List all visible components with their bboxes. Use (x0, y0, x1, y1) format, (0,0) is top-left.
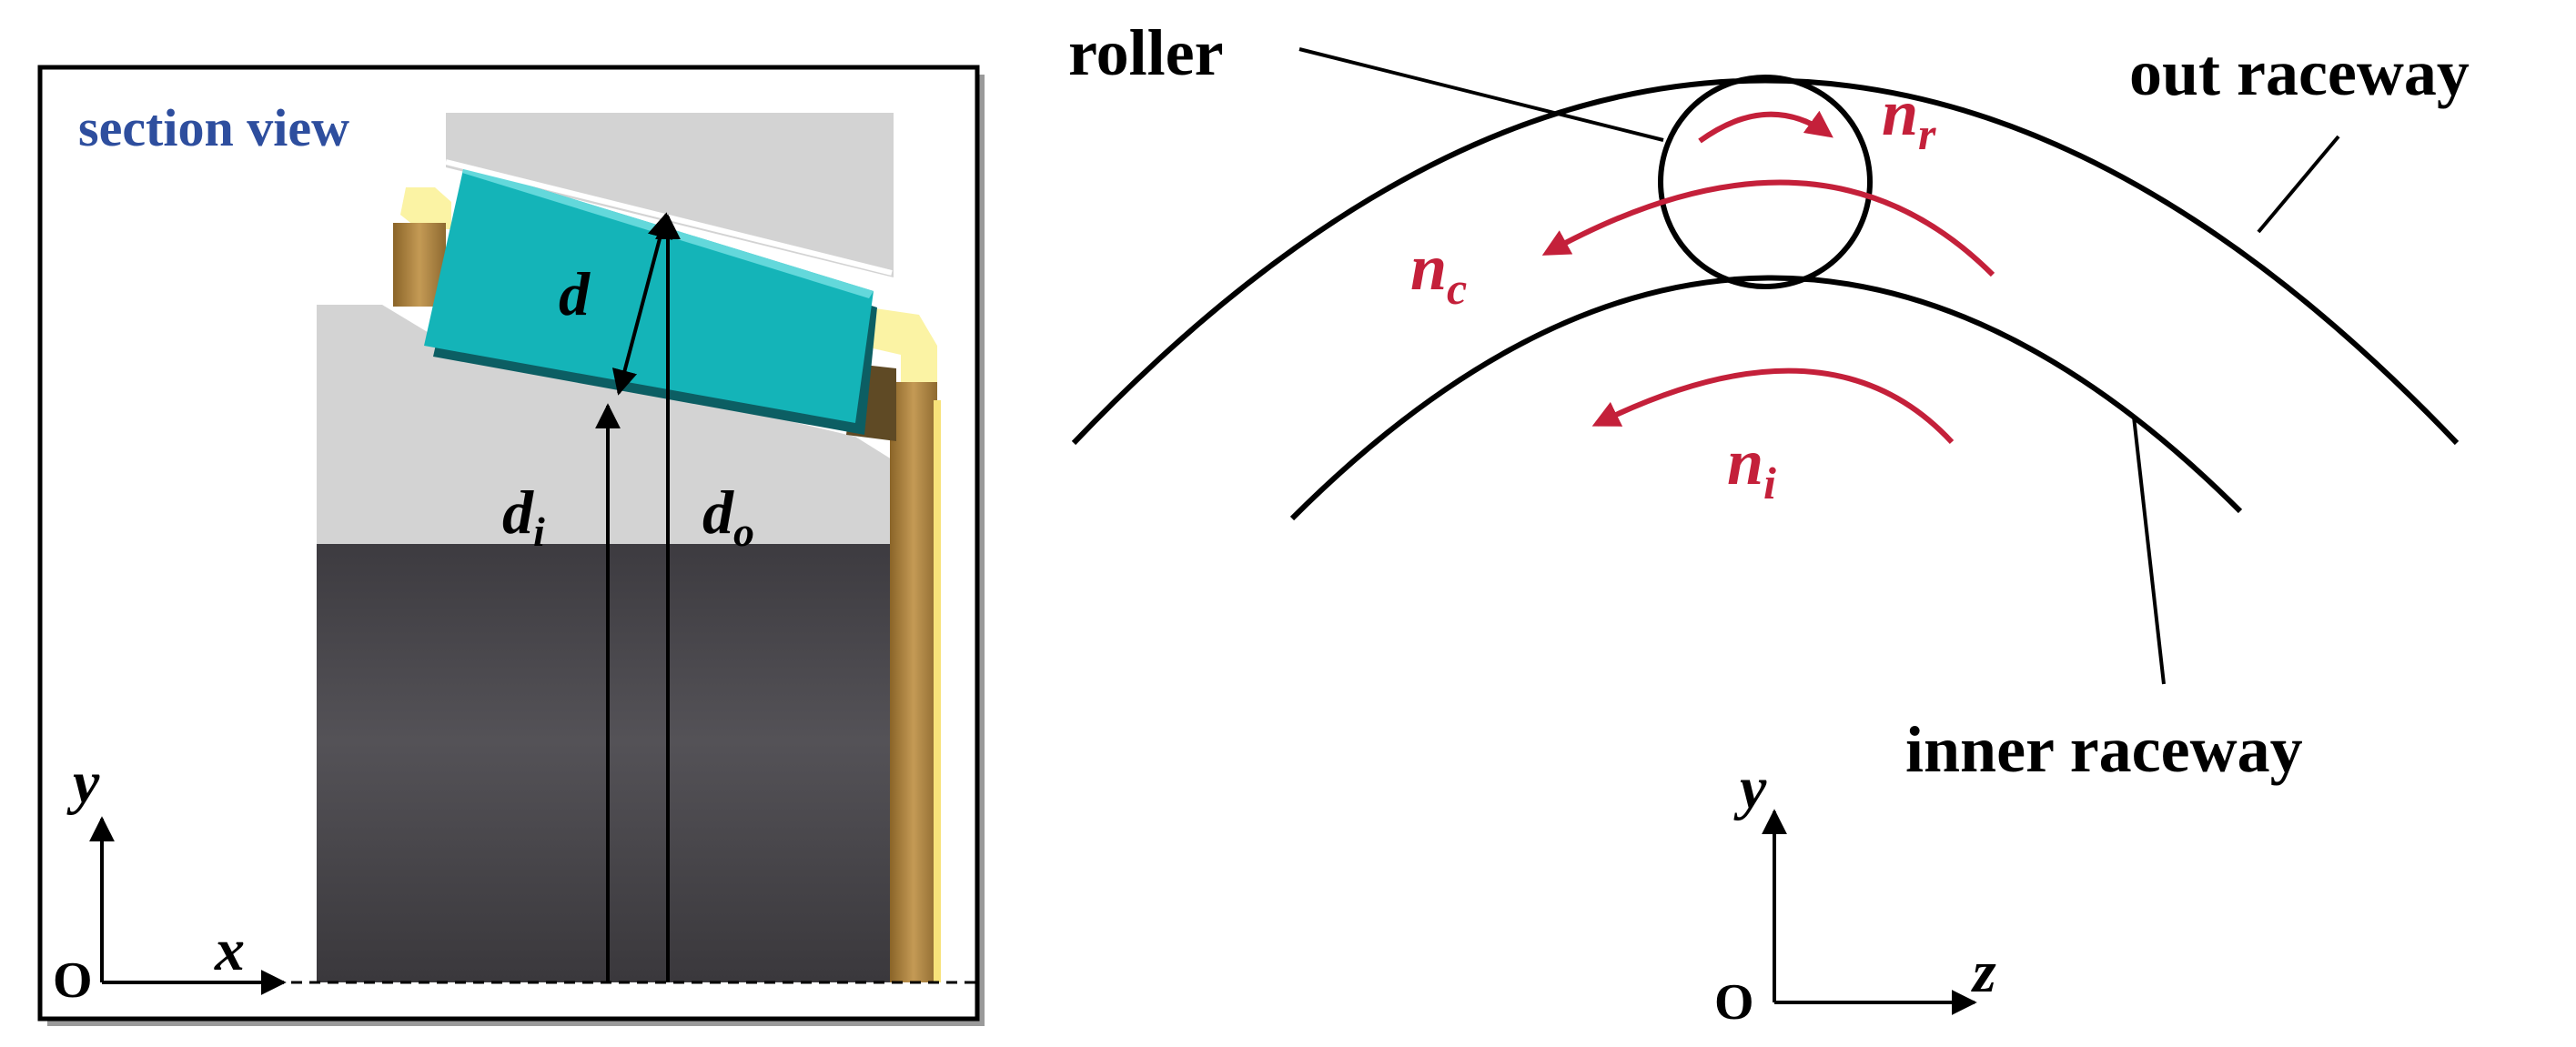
inner-diameter-main: d (502, 478, 534, 547)
raceway-diagram-panel: roller out raceway inner raceway nr nc n… (1068, 16, 2470, 1031)
roller-diameter-label: d (559, 259, 591, 328)
d-dimension-arrow (611, 212, 673, 396)
roller-speed-main: n (1882, 76, 1918, 149)
cage-speed-main: n (1410, 231, 1447, 304)
cage-right-highlight (869, 307, 937, 400)
inner-raceway-leader-line (2132, 416, 2166, 685)
inner-ring-rotation-arrow (1591, 367, 1955, 445)
section-view-title: section view (78, 98, 349, 157)
roller-label: roller (1068, 16, 1224, 89)
cage-right-edge (934, 400, 941, 982)
origin-label: O (53, 952, 93, 1009)
cage-rotation-arrow (1541, 179, 1995, 277)
inner-diameter-sub: i (533, 508, 545, 555)
roller-rotation-arrow (1698, 110, 1834, 144)
roller-leader-line (1298, 47, 1664, 142)
out-raceway-arc (1071, 77, 2460, 446)
inner-diameter-label: di (502, 478, 545, 555)
inner-raceway-label: inner raceway (1905, 713, 2303, 786)
roller-speed-label: nr (1882, 76, 1936, 159)
inner-ring-speed-sub: i (1763, 458, 1776, 508)
outer-ring (446, 113, 894, 277)
z-axis-label: z (1971, 939, 1996, 1005)
inner-raceway-arc (1289, 275, 2243, 521)
y-axis-label-right: y (1733, 755, 1767, 821)
outer-diameter-main: d (702, 478, 734, 547)
origin-label-right: O (1714, 974, 1754, 1031)
out-raceway-label: out raceway (2129, 36, 2470, 109)
outer-diameter-sub: o (733, 508, 754, 555)
outer-diameter-label: do (702, 478, 754, 555)
roller-circle (1658, 75, 1873, 289)
cage-right-upright (890, 382, 937, 982)
cage-left-highlight (400, 187, 451, 229)
cage-speed-label: nc (1410, 231, 1467, 314)
x-axis-label: x (214, 917, 245, 983)
y-axis-label: y (66, 750, 100, 816)
out-raceway-leader-line (2257, 135, 2340, 234)
cage-speed-sub: c (1447, 263, 1467, 314)
section-view-panel: section view d di do y x O (37, 65, 985, 1026)
inner-ring-speed-main: n (1727, 426, 1763, 498)
roller-speed-sub: r (1918, 108, 1936, 159)
inner-ring-speed-label: ni (1727, 426, 1776, 508)
